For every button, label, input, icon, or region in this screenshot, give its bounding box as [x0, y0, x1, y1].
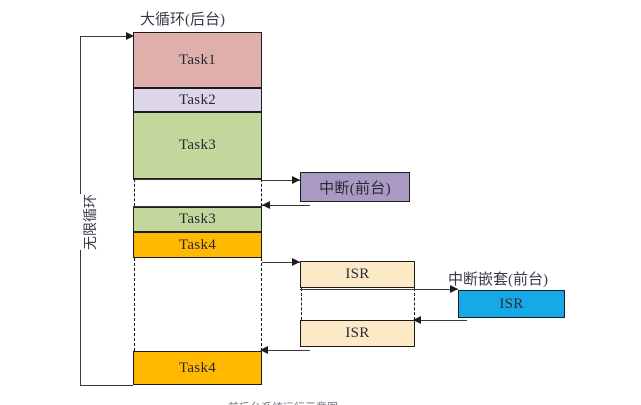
gap-right-dashed-line [261, 179, 262, 206]
task-block-task3-first: Task3 [133, 112, 262, 179]
isr-box-nested: ISR [458, 290, 565, 318]
isr-box-label: ISR [345, 266, 370, 282]
loop-arrow-top-line [80, 36, 128, 38]
isr-gap-inner-left-dashed-line [300, 288, 302, 320]
task-block-label: Task4 [178, 359, 217, 376]
nested-return-line [415, 320, 467, 322]
task-block-task2: Task2 [133, 88, 262, 112]
isr1-enter-line [262, 262, 300, 264]
title-nested-interrupt: 中断嵌套(前台) [448, 272, 548, 288]
interrupt-enter-arrow-head [292, 175, 300, 184]
task-block-label: Task4 [178, 236, 217, 253]
isr-gap-inner-right-dashed-line [414, 288, 415, 320]
task-block-label: Task1 [178, 51, 217, 68]
loop-label: 无限循环 [78, 194, 102, 250]
task-block-task4-first: Task4 [133, 232, 262, 258]
title-main-loop: 大循环(后台) [140, 12, 225, 28]
isr-box-lower: ISR [300, 320, 415, 347]
interrupt-box: 中断(前台) [300, 172, 410, 202]
task-block-label: Task3 [178, 137, 217, 153]
interrupt-return-arrow-head [262, 200, 270, 209]
task-block-task4-second: Task4 [133, 351, 262, 385]
isr1-enter-arrow-head [292, 257, 300, 266]
interrupt-box-label: 中断(前台) [319, 180, 391, 197]
isr-return-line [262, 350, 310, 352]
isr-box-label: ISR [499, 295, 524, 312]
gap-top-rule [133, 179, 262, 181]
nested-enter-arrow-head [450, 284, 458, 293]
isr-gap-left-dashed-line [133, 258, 135, 351]
gap-left-dashed-line [133, 179, 135, 206]
isr-box-upper: ISR [300, 261, 415, 288]
isr-box-label: ISR [345, 325, 370, 341]
interrupt-enter-line [262, 180, 300, 182]
task-block-task1: Task1 [133, 32, 262, 88]
nested-return-arrow-head [413, 315, 421, 324]
task-block-label: Task3 [178, 211, 217, 227]
nested-enter-line [300, 289, 458, 291]
interrupt-return-line [262, 205, 310, 207]
task-block-label: Task2 [178, 91, 217, 108]
gap-bottom-rule [133, 206, 262, 208]
task-block-task3-second: Task3 [133, 207, 262, 232]
isr-return-arrow-head [260, 345, 268, 354]
bottom-caption: 前后台系统运行示意图 [228, 399, 338, 405]
loop-arrow-head [126, 31, 134, 40]
isr-gap-right-dashed-line [261, 258, 262, 351]
loop-bottom-line [80, 385, 133, 387]
